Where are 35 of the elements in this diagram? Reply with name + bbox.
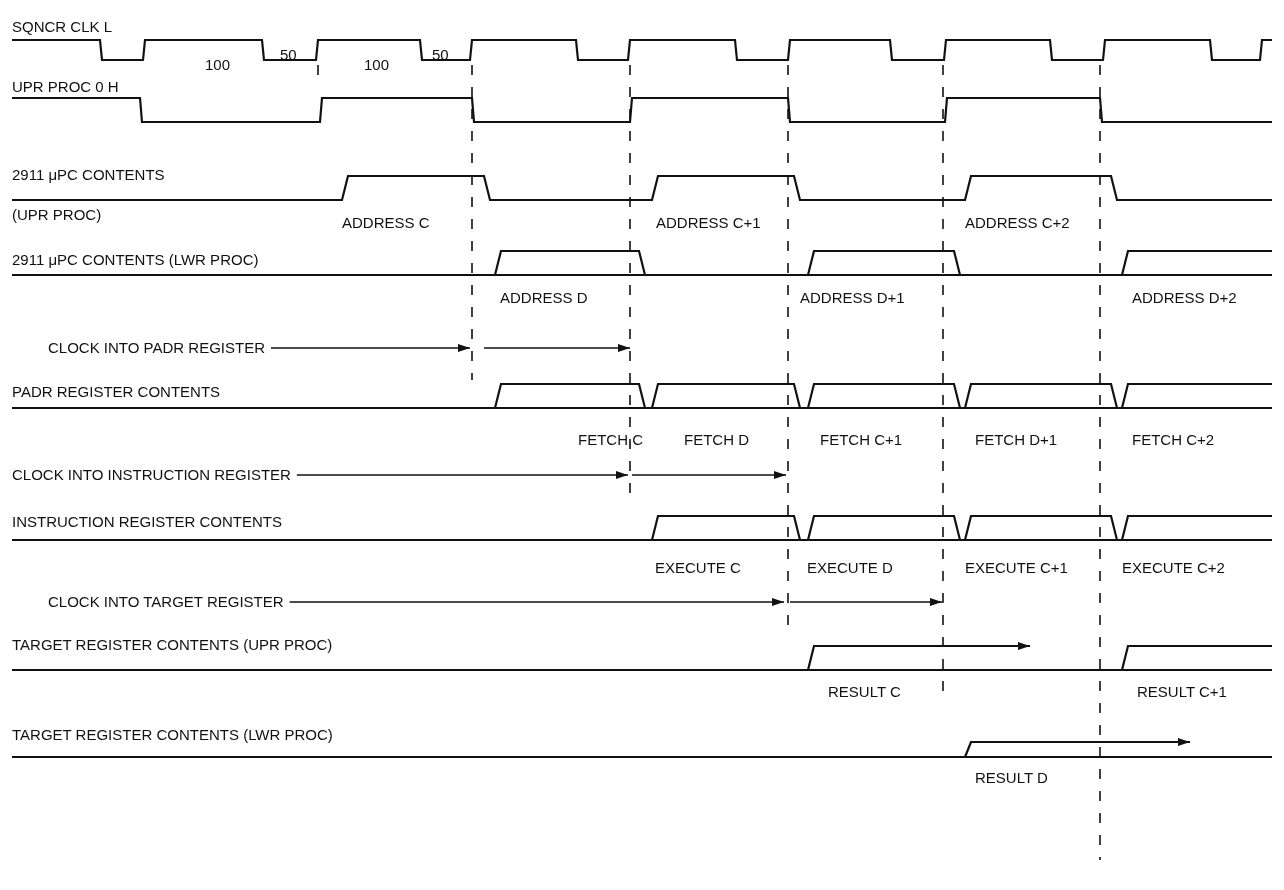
- signal-label: ADDRESS C+1: [656, 214, 761, 232]
- signal-label: 100: [205, 56, 231, 74]
- signal-label: FETCH C: [578, 431, 643, 449]
- clock-label: CLOCK INTO TARGET REGISTER: [48, 593, 284, 611]
- signal-label: FETCH C+1: [820, 431, 903, 449]
- signal-label: FETCH D+1: [975, 431, 1058, 449]
- signal-label: 2911 μPC CONTENTS (LWR PROC): [12, 251, 259, 269]
- signal-label: EXECUTE C+1: [965, 559, 1068, 577]
- signal-label: RESULT C: [828, 683, 901, 701]
- signal-label: ADDRESS C+2: [965, 214, 1070, 232]
- signal-label: EXECUTE C+2: [1122, 559, 1225, 577]
- signal-label: 2911 μPC CONTENTS: [12, 166, 165, 184]
- signal-label: INSTRUCTION REGISTER CONTENTS: [12, 513, 282, 531]
- signal-label: SQNCR CLK L: [12, 18, 113, 36]
- signal-label: ADDRESS D+2: [1132, 289, 1237, 307]
- arrow: [270, 344, 471, 352]
- arrow: [296, 471, 629, 479]
- signal-label: 100: [364, 56, 390, 74]
- arrow: [288, 598, 785, 606]
- signal-label: EXECUTE C: [655, 559, 741, 577]
- signal-label: TARGET REGISTER CONTENTS (UPR PROC): [12, 636, 333, 654]
- signal-label: EXECUTE D: [807, 559, 893, 577]
- signal-label: FETCH C+2: [1132, 431, 1215, 449]
- signal-label: TARGET REGISTER CONTENTS (LWR PROC): [12, 726, 333, 744]
- signal-label: (UPR PROC): [12, 206, 102, 224]
- signal-label: PADR REGISTER CONTENTS: [12, 383, 221, 401]
- signal-label: ADDRESS C: [342, 214, 430, 232]
- clock-label: CLOCK INTO PADR REGISTER: [48, 339, 265, 357]
- signal-label: RESULT C+1: [1137, 683, 1227, 701]
- signal-label: ADDRESS D: [500, 289, 588, 307]
- signal-label: UPR PROC 0 H: [12, 78, 119, 96]
- signal-label: FETCH D: [684, 431, 749, 449]
- clock-label: CLOCK INTO INSTRUCTION REGISTER: [12, 466, 291, 484]
- signal-label: ADDRESS D+1: [800, 289, 905, 307]
- signal-label: RESULT D: [975, 769, 1048, 787]
